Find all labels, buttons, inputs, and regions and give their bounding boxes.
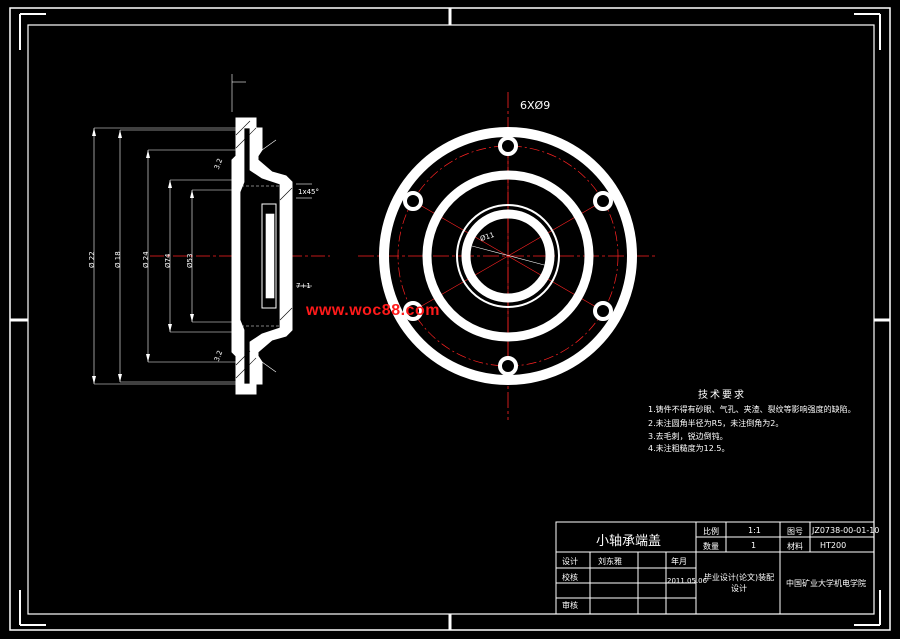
dim-right-step: 7+1 — [296, 282, 311, 290]
watermark-text: www.woc88.com — [306, 302, 440, 319]
corner-ticks — [19, 13, 881, 626]
section-profile-inner — [239, 127, 281, 385]
tech-req-item-3: 3.去毛刺，锐边倒钝。 — [648, 432, 728, 441]
material-label: 材料 — [787, 542, 803, 551]
tech-req-item-2: 2.未注圆角半径为R5，未注倒角为2。 — [648, 419, 784, 428]
section-view — [92, 74, 330, 395]
dim-outer-dia: Ø 22 — [88, 251, 96, 268]
date-value: 2011.05.06 — [667, 577, 708, 585]
date-label: 年月 — [671, 557, 687, 566]
section-dimension-lines — [93, 74, 312, 385]
section-hatching — [235, 120, 293, 379]
bolt-holes — [403, 136, 613, 376]
holes-callout: 6XØ9 — [520, 99, 551, 112]
qty-value: 1 — [751, 541, 757, 550]
qty-label: 数量 — [703, 542, 719, 551]
drawing-no-label: 图号 — [787, 527, 803, 536]
title-block — [555, 521, 875, 615]
part-name: 小轴承端盖 — [596, 534, 662, 549]
tech-req-item-1: 1.铸件不得有砂眼、气孔、夹渣、裂纹等影响强度的缺陷。 — [648, 405, 856, 414]
front-view — [358, 92, 658, 420]
designer-value: 刘东雅 — [598, 557, 622, 566]
hub-ring — [422, 170, 594, 342]
school-name: 中国矿业大学机电学院 — [786, 579, 866, 588]
dim-chamfer: 1x45° — [298, 188, 320, 196]
bore-dim-leader — [471, 245, 549, 267]
section-arrowheads — [92, 128, 194, 384]
bolt-radials — [412, 146, 604, 366]
designer-label: 设计 — [562, 557, 578, 566]
flange-outer-ring — [379, 127, 637, 385]
tech-req-item-4: 4.未注粗糙度为12.5。 — [648, 444, 730, 453]
section-bore-step — [265, 213, 275, 299]
drawing-no-value: JZ0738-00-01-10 — [812, 526, 880, 535]
tech-req-title: 技术要求 — [698, 390, 746, 401]
dim-hub-dia: Ø74 — [164, 253, 172, 268]
course-name: 毕业设计(论文)装配设计 — [703, 573, 775, 593]
bore-ring-outer — [456, 204, 560, 308]
checker-label: 校核 — [562, 573, 578, 582]
scale-label: 比例 — [703, 527, 719, 536]
section-hidden-lines — [236, 185, 290, 327]
approver-label: 审核 — [562, 601, 578, 610]
scale-value: 1:1 — [748, 526, 761, 535]
bore-ring — [461, 209, 555, 303]
dim-bore-dia: Ø53 — [186, 253, 194, 268]
dim-flange-dia: Ø 18 — [114, 251, 122, 268]
dim-bolt-dia: Ø 24 — [142, 251, 150, 268]
material-value: HT200 — [820, 541, 847, 550]
